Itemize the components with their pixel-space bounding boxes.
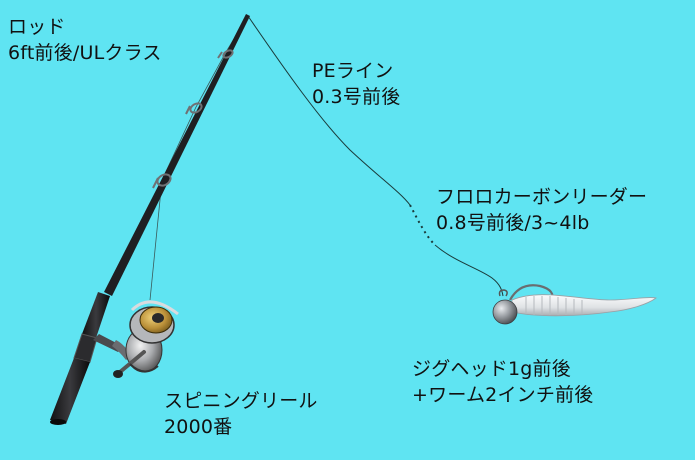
reel-handle-arm xyxy=(118,350,146,374)
reel-label: スピニングリール 2000番 xyxy=(164,388,318,440)
rod-butt-cap xyxy=(50,419,66,425)
rod-label-spec: 6ft前後/ULクラス xyxy=(8,42,162,64)
pe-line-label: PEライン 0.3号前後 xyxy=(312,58,400,110)
pe-line xyxy=(247,15,411,206)
reel-bail xyxy=(130,300,179,316)
rod-rear-grip xyxy=(50,358,90,424)
reel-spool-cap xyxy=(152,313,164,323)
rod-guide-2 xyxy=(189,102,203,114)
worm-body xyxy=(511,294,657,317)
leader-line xyxy=(409,204,436,246)
reel-label-name: スピニングリール xyxy=(164,390,318,412)
jighead xyxy=(492,299,518,325)
rod-guides xyxy=(152,49,234,189)
reel-label-spec: 2000番 xyxy=(164,416,233,438)
jighead-eye xyxy=(498,289,508,297)
rod-guide-3 xyxy=(156,173,172,187)
lure-label: ジグヘッド1g前後 +ワーム2インチ前後 xyxy=(412,356,593,408)
rod-fore-grip xyxy=(82,292,110,338)
jighead-worm xyxy=(492,284,657,325)
rod-guide-1 xyxy=(222,49,234,59)
lure-label-spec: +ワーム2インチ前後 xyxy=(412,384,594,406)
rod-label-name: ロッド xyxy=(8,16,66,38)
rod-blank xyxy=(104,14,250,296)
reel-handle-knob xyxy=(113,370,123,378)
pe-line-label-spec: 0.3号前後 xyxy=(312,86,401,108)
pe-line-label-name: PEライン xyxy=(312,60,394,82)
leader-label-name: フロロカーボンリーダー xyxy=(436,186,648,208)
rod-label: ロッド 6ft前後/ULクラス xyxy=(8,14,162,66)
leader-label-spec: 0.8号前後/3~4lb xyxy=(436,212,590,234)
lure-label-name: ジグヘッド1g前後 xyxy=(412,358,571,380)
worm-ribs xyxy=(525,296,583,315)
reel-bottom xyxy=(129,363,159,373)
spinning-reel xyxy=(93,300,179,378)
leader-label: フロロカーボンリーダー 0.8号前後/3~4lb xyxy=(436,184,647,236)
